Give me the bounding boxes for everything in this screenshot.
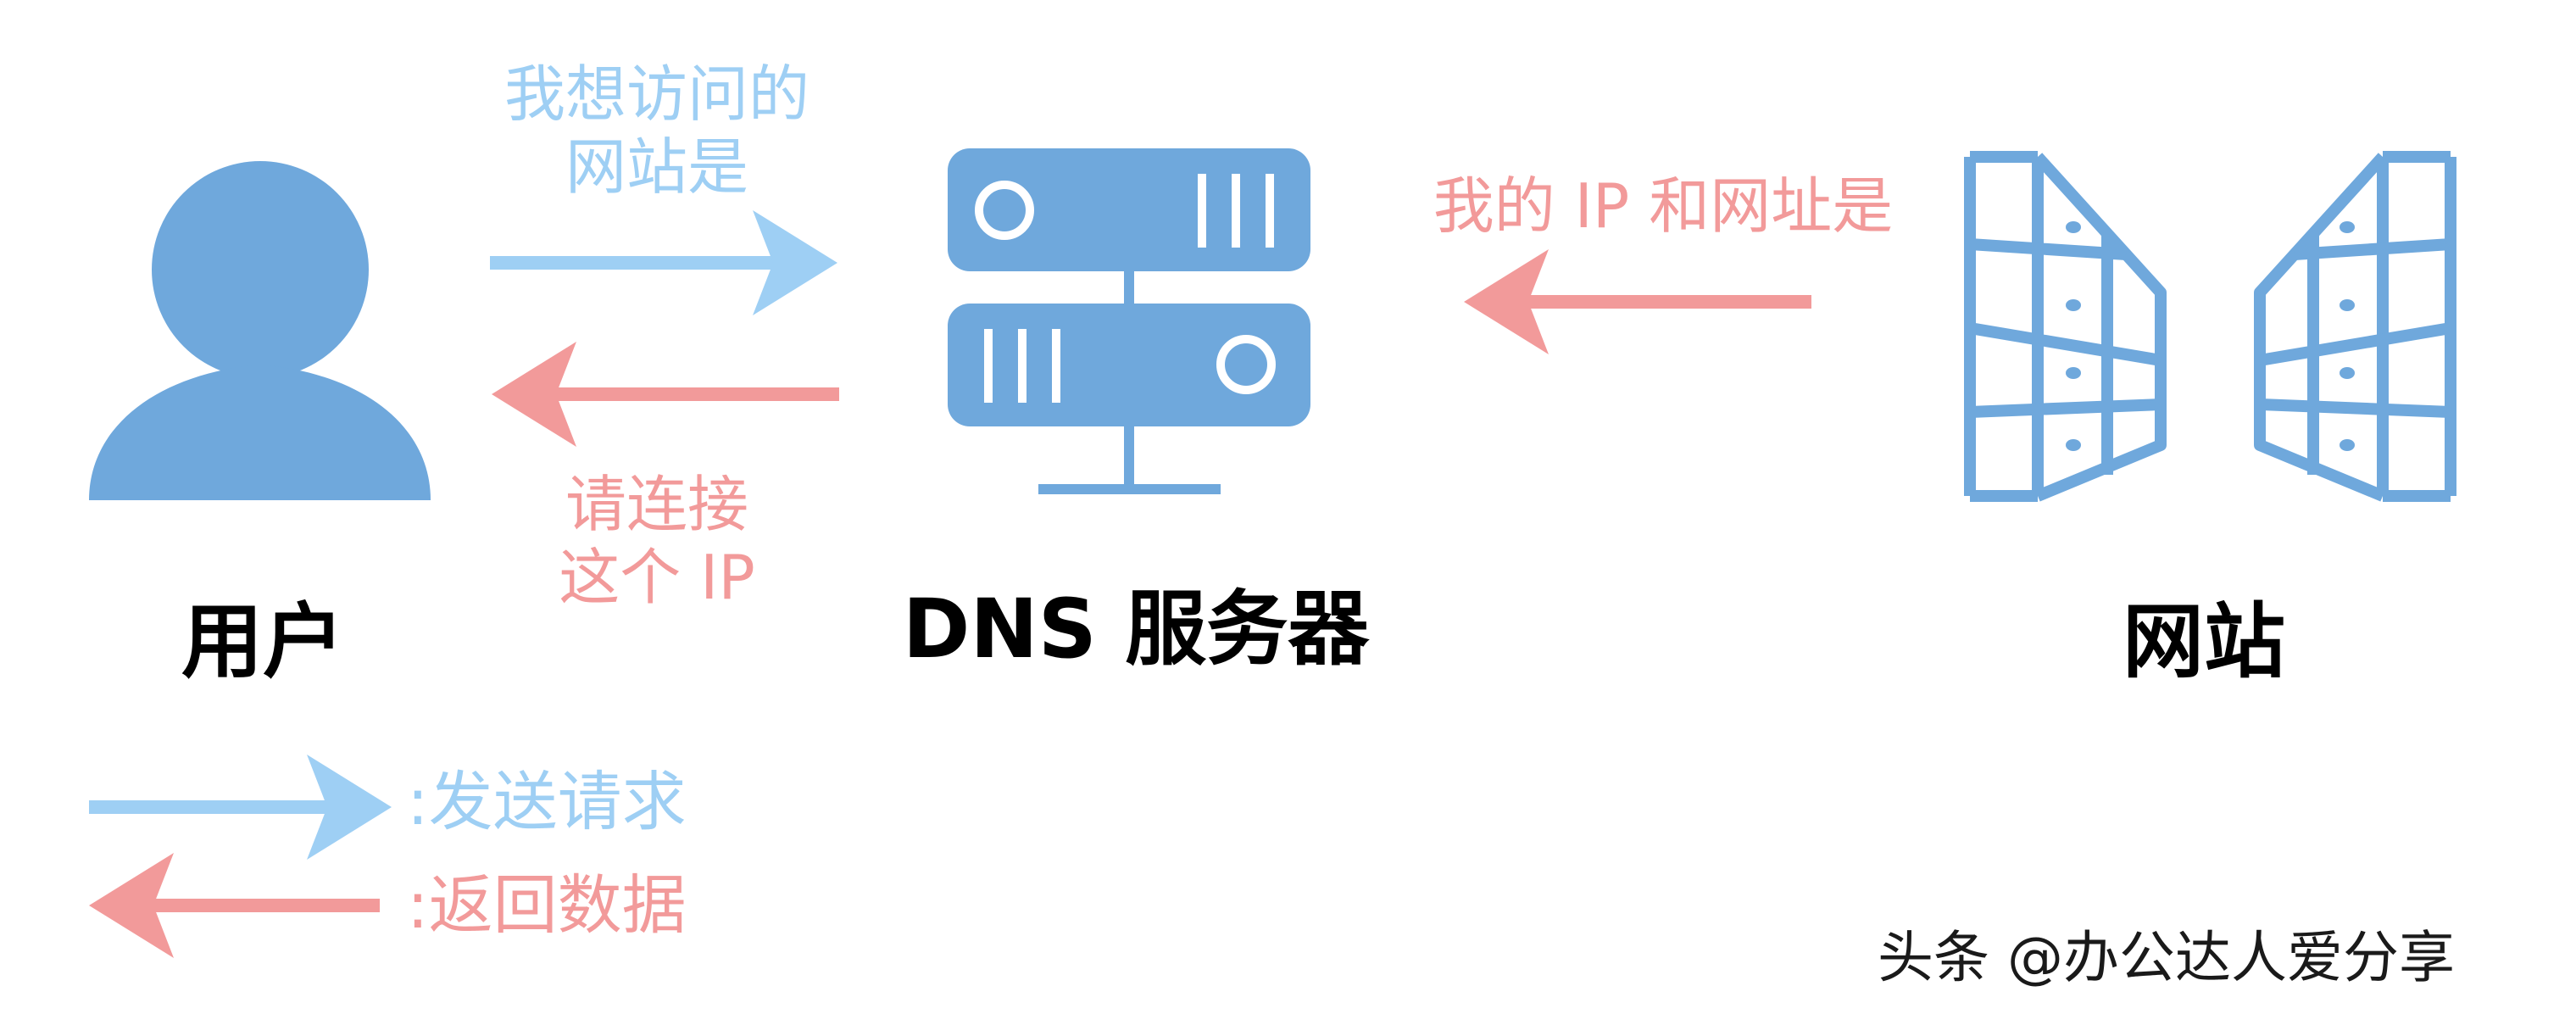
response-message: 请连接 这个 IP — [509, 468, 805, 615]
person-icon — [89, 161, 431, 500]
request-message: 我想访问的 网站是 — [496, 58, 818, 204]
request-arrow-user-to-dns — [490, 210, 837, 315]
response-arrow-website-to-dns — [1464, 249, 1811, 354]
user-label: 用户 — [181, 594, 344, 689]
request-message-line2: 网站是 — [565, 131, 748, 203]
response-message-line1: 请连接 — [565, 469, 748, 540]
response-message-line2: 这个 IP — [559, 542, 755, 614]
website-label: 网站 — [2123, 594, 2285, 689]
response-arrow-dns-to-user — [492, 342, 839, 447]
website-panel-dots — [2066, 221, 2355, 451]
legend-send-arrow — [89, 755, 392, 860]
legend-send-label: :发送请求 — [407, 764, 687, 839]
legend-return-arrow — [89, 853, 380, 958]
dns-server-label: DNS 服务器 — [902, 582, 1370, 677]
website-response-message: 我的 IP 和网址是 — [1433, 170, 1894, 242]
website-panels-icon — [1964, 151, 2456, 502]
server-icon — [948, 148, 1310, 494]
watermark: 头条 @办公达人爱分享 — [1878, 925, 2455, 990]
legend-return-label: :返回数据 — [407, 867, 687, 943]
request-message-line1: 我想访问的 — [504, 58, 810, 130]
